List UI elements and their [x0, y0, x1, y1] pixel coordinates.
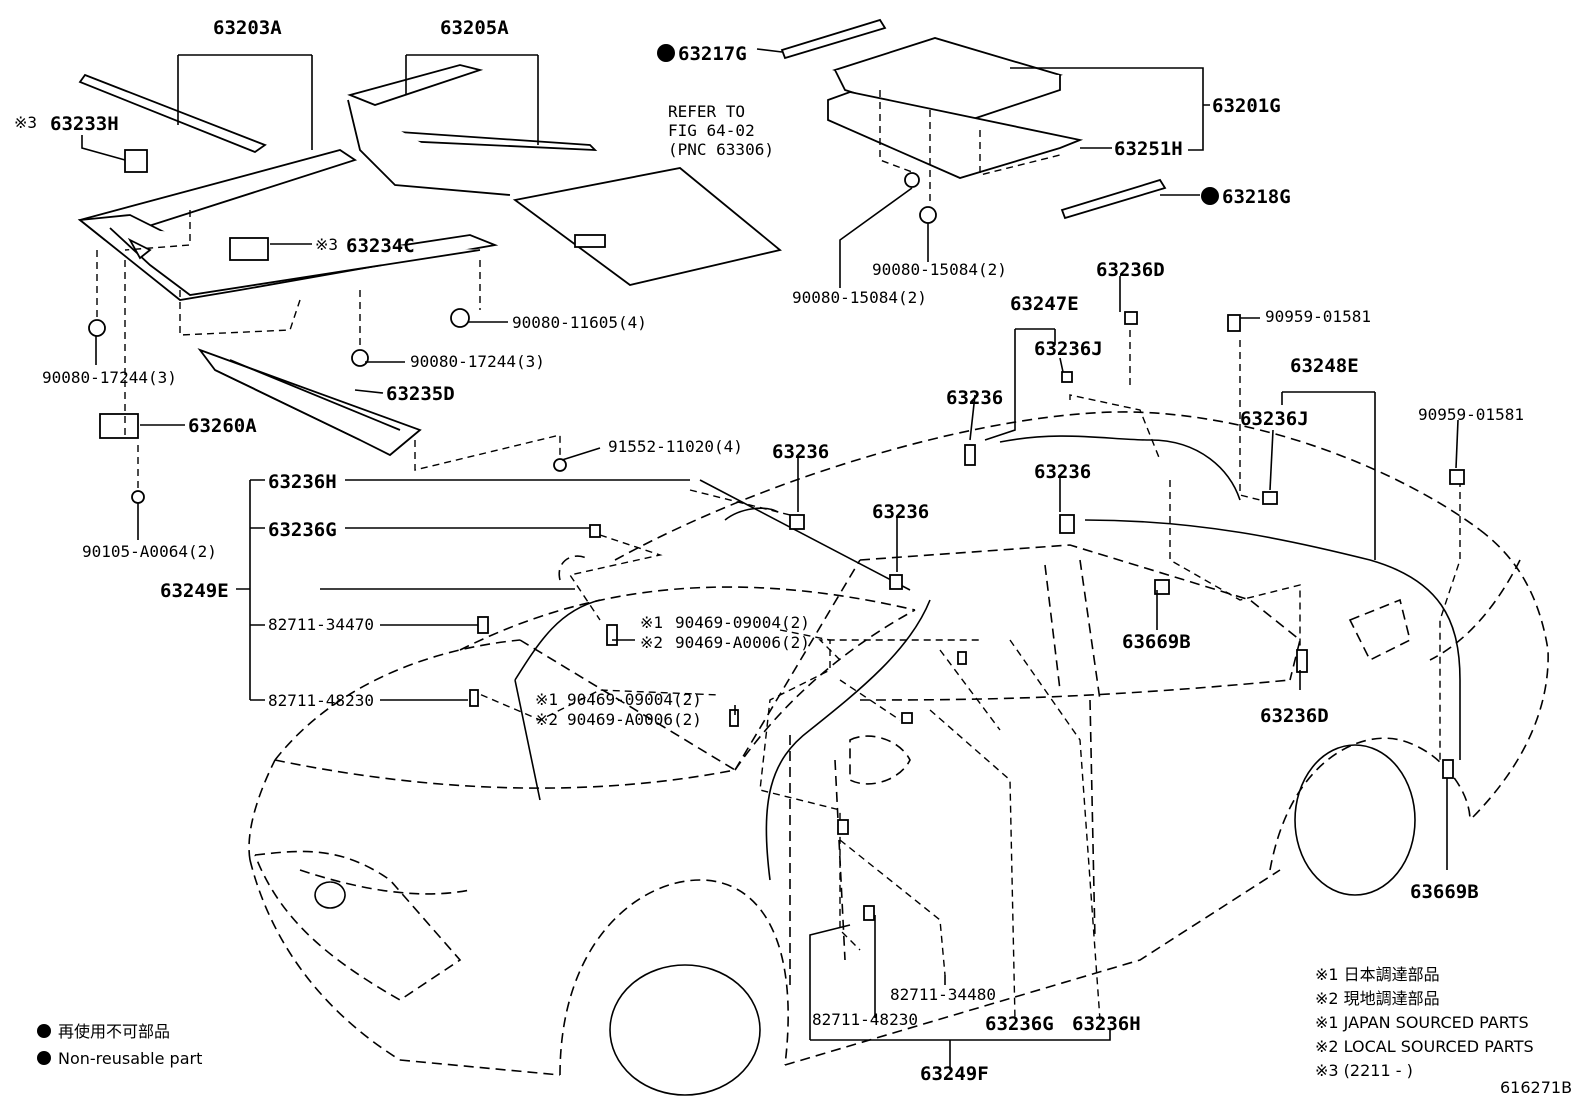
drain-hoses	[514, 435, 1461, 881]
label-63236-a: 63236	[946, 387, 1003, 409]
label-63249E: 63249E	[160, 580, 229, 602]
label-63248E: 63248E	[1290, 355, 1359, 377]
label-63236-c: 63236	[1034, 461, 1091, 483]
label-91552-11020: 91552-11020(4)	[608, 437, 743, 456]
sourcing-notes: ※1 日本調達部品 ※2 現地調達部品 ※1 JAPAN SOURCED PAR…	[1315, 965, 1572, 1097]
label-90959-01581-a: 90959-01581	[1265, 307, 1371, 326]
bullet-dot-icon	[1201, 187, 1219, 205]
label-90469-09004-b: 90469-09004(2)	[567, 690, 702, 709]
installation-lines	[96, 90, 1461, 1021]
refer-line1: REFER TO	[668, 102, 745, 121]
label-82711-48230-b: 82711-48230	[812, 1010, 918, 1029]
label-63236G: 63236G	[268, 519, 337, 541]
label-63234C: 63234C	[346, 235, 415, 257]
mark-note3: ※3	[14, 113, 37, 132]
mark-note1: ※1	[640, 613, 663, 632]
label-63203A: 63203A	[213, 17, 282, 39]
label-63249F: 63249F	[920, 1063, 989, 1085]
label-63669B-a: 63669B	[1122, 631, 1191, 653]
label-63669B-b: 63669B	[1410, 881, 1479, 903]
label-63236D-top: 63236D	[1096, 259, 1165, 281]
label-63217G: 63217G	[678, 43, 747, 65]
label-90469-09004-a: 90469-09004(2)	[675, 613, 810, 632]
label-63236-b: 63236	[772, 441, 829, 463]
note2-en: ※2 LOCAL SOURCED PARTS	[1315, 1037, 1534, 1056]
bullet-dot-icon	[37, 1024, 51, 1038]
refer-line3: (PNC 63306)	[668, 140, 774, 159]
label-90080-15084-a: 90080-15084(2)	[872, 260, 1007, 279]
mark-note2b: ※2	[535, 710, 558, 729]
label-63218G: 63218G	[1222, 186, 1291, 208]
note3: ※3 (2211 - )	[1315, 1061, 1413, 1080]
part-labels: 63203A 63205A 63217G 63201G 63251H 63218…	[14, 17, 1524, 1085]
sunroof-housing	[77, 18, 1167, 504]
label-63236-d: 63236	[872, 501, 929, 523]
label-63236H: 63236H	[268, 471, 337, 493]
label-82711-34480: 82711-34480	[890, 985, 996, 1004]
legend: 再使用不可部品 Non-reusable part	[37, 1022, 202, 1068]
note2-jp: ※2 現地調達部品	[1315, 989, 1440, 1008]
label-63236J-b: 63236J	[1240, 408, 1309, 430]
leader-lines	[81, 48, 1459, 1070]
mark-note2: ※2	[640, 633, 663, 652]
legend-en: Non-reusable part	[58, 1049, 202, 1068]
label-90469-A0006-a: 90469-A0006(2)	[675, 633, 810, 652]
label-90080-17244-right: 90080-17244(3)	[410, 352, 545, 371]
label-63235D: 63235D	[386, 383, 455, 405]
label-63236G-b: 63236G	[985, 1013, 1054, 1035]
note1-en: ※1 JAPAN SOURCED PARTS	[1315, 1013, 1529, 1032]
label-82711-34470: 82711-34470	[268, 615, 374, 634]
label-63247E: 63247E	[1010, 293, 1079, 315]
label-63236J-a: 63236J	[1034, 338, 1103, 360]
label-90080-15084-b: 90080-15084(2)	[792, 288, 927, 307]
label-90959-01581-b: 90959-01581	[1418, 405, 1524, 424]
label-90469-A0006-b: 90469-A0006(2)	[567, 710, 702, 729]
label-90080-11605: 90080-11605(4)	[512, 313, 647, 332]
label-63201G: 63201G	[1212, 95, 1281, 117]
label-63260A: 63260A	[188, 415, 257, 437]
label-63236H-b: 63236H	[1072, 1013, 1141, 1035]
figure-id: 616271B	[1500, 1078, 1572, 1097]
mark-note1b: ※1	[535, 690, 558, 709]
label-82711-48230: 82711-48230	[268, 691, 374, 710]
label-90080-17244-left: 90080-17244(3)	[42, 368, 177, 387]
note1-jp: ※1 日本調達部品	[1315, 965, 1440, 984]
label-63205A: 63205A	[440, 17, 509, 39]
refer-line2: FIG 64-02	[668, 121, 755, 140]
label-63233H: 63233H	[50, 113, 119, 135]
mark-note3b: ※3	[315, 235, 338, 254]
label-63236D-bottom: 63236D	[1260, 705, 1329, 727]
bullet-dot-icon	[657, 44, 675, 62]
bullet-dot-icon	[37, 1051, 51, 1065]
label-90105-A0064: 90105-A0064(2)	[82, 542, 217, 561]
legend-jp: 再使用不可部品	[58, 1022, 170, 1041]
label-63251H: 63251H	[1114, 138, 1183, 160]
clips	[469, 311, 1465, 921]
